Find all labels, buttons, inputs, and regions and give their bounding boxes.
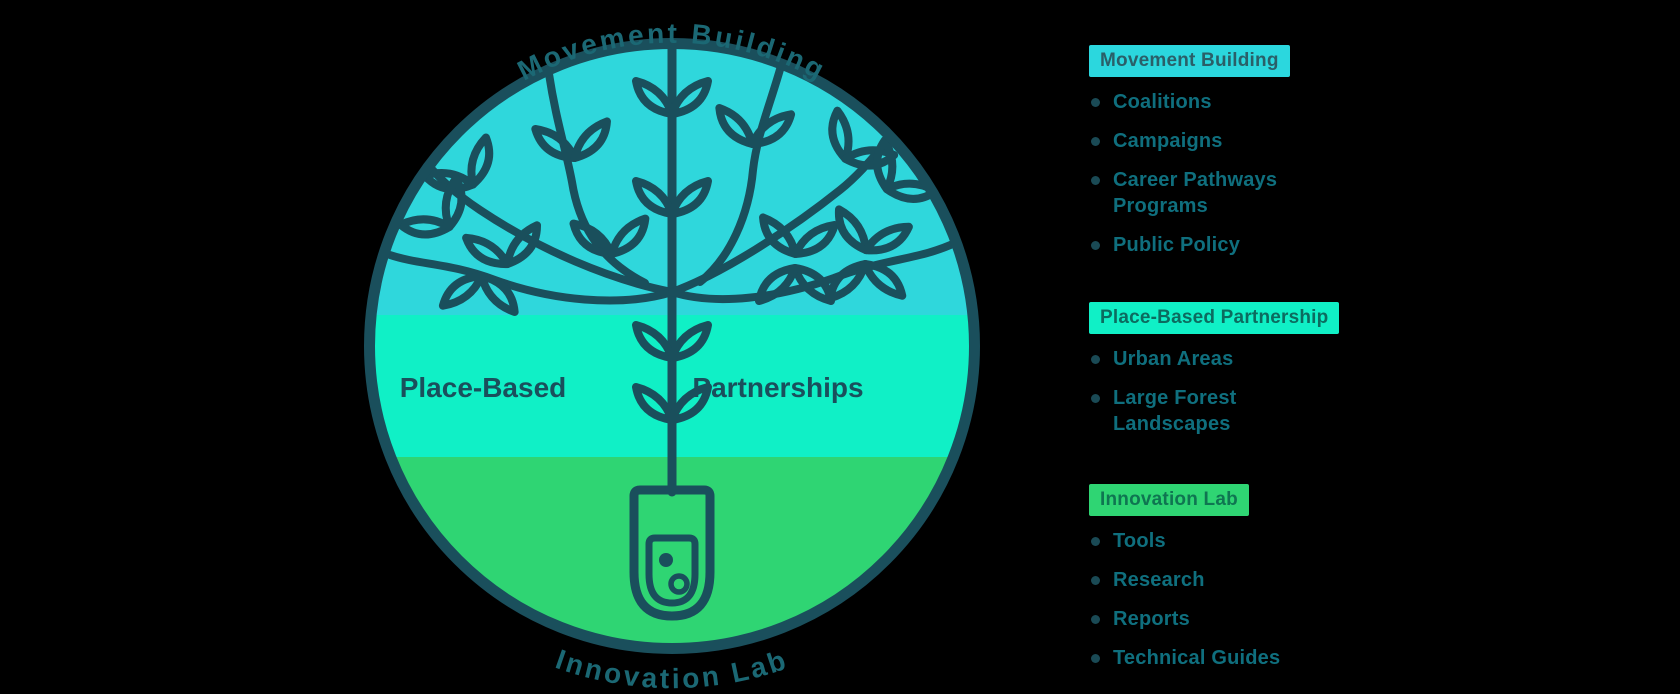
bullet-icon bbox=[1091, 576, 1100, 585]
bullet-icon bbox=[1091, 537, 1100, 546]
seed-icon bbox=[645, 534, 699, 607]
list-item: Campaigns bbox=[1091, 128, 1299, 154]
list-item-label: Large Forest Landscapes bbox=[1113, 387, 1237, 435]
list-item: Career Pathways Programs bbox=[1091, 167, 1299, 219]
list-item-label: Reports bbox=[1113, 608, 1190, 630]
middle-right-label: Partnerships bbox=[692, 372, 863, 403]
legend-title-badge: Place-Based Partnership bbox=[1089, 302, 1340, 334]
list-item-label: Coalitions bbox=[1113, 91, 1212, 113]
seed-ring-icon bbox=[668, 573, 690, 595]
branch-upper-right bbox=[696, 62, 785, 286]
branch-diagonal-right bbox=[668, 136, 892, 296]
list-item-label: Technical Guides bbox=[1113, 647, 1281, 669]
bullet-icon bbox=[1091, 137, 1100, 146]
branch-upper-left bbox=[545, 70, 649, 287]
list-item-label: Career Pathways Programs bbox=[1113, 169, 1278, 217]
list-item-label: Public Policy bbox=[1113, 234, 1241, 256]
list-item-label: Campaigns bbox=[1113, 130, 1223, 152]
bullet-icon bbox=[1091, 98, 1100, 107]
list-item: Public Policy bbox=[1091, 232, 1299, 258]
list-item-label: Urban Areas bbox=[1113, 348, 1234, 370]
legend-group-movement-building: Movement Building Coalitions Campaigns C… bbox=[1089, 45, 1299, 271]
list-item: Technical Guides bbox=[1091, 645, 1299, 671]
legend-item-list: Coalitions Campaigns Career Pathways Pro… bbox=[1089, 89, 1299, 258]
bullet-icon bbox=[1091, 241, 1100, 250]
tree-circle-diagram: Place-Based Partnerships Movement Buildi… bbox=[364, 18, 980, 694]
seed-dot-icon bbox=[659, 553, 673, 567]
list-item: Urban Areas bbox=[1091, 346, 1299, 372]
test-tube-icon bbox=[629, 485, 715, 621]
list-item: Tools bbox=[1091, 528, 1299, 554]
list-item: Coalitions bbox=[1091, 89, 1299, 115]
bullet-icon bbox=[1091, 394, 1100, 403]
list-item: Large Forest Landscapes bbox=[1091, 385, 1299, 437]
bullet-icon bbox=[1091, 176, 1100, 185]
bullet-icon bbox=[1091, 615, 1100, 624]
list-item-label: Research bbox=[1113, 569, 1205, 591]
legend-title-badge: Innovation Lab bbox=[1089, 484, 1249, 516]
list-item: Reports bbox=[1091, 606, 1299, 632]
legend-item-list: Urban Areas Large Forest Landscapes bbox=[1089, 346, 1299, 437]
legend-group-place-based-partnership: Place-Based Partnership Urban Areas Larg… bbox=[1089, 302, 1340, 450]
middle-left-label: Place-Based bbox=[400, 372, 567, 403]
legend-title-badge: Movement Building bbox=[1089, 45, 1290, 77]
branch-diagonal-left bbox=[424, 161, 676, 296]
legend-group-innovation-lab: Innovation Lab Tools Research Reports Te… bbox=[1089, 484, 1299, 684]
bullet-icon bbox=[1091, 654, 1100, 663]
bullet-icon bbox=[1091, 355, 1100, 364]
list-item: Research bbox=[1091, 567, 1299, 593]
legend-item-list: Tools Research Reports Technical Guides bbox=[1089, 528, 1299, 671]
tree-illustration bbox=[386, 48, 961, 621]
list-item-label: Tools bbox=[1113, 530, 1166, 552]
circle-outline bbox=[364, 38, 980, 654]
